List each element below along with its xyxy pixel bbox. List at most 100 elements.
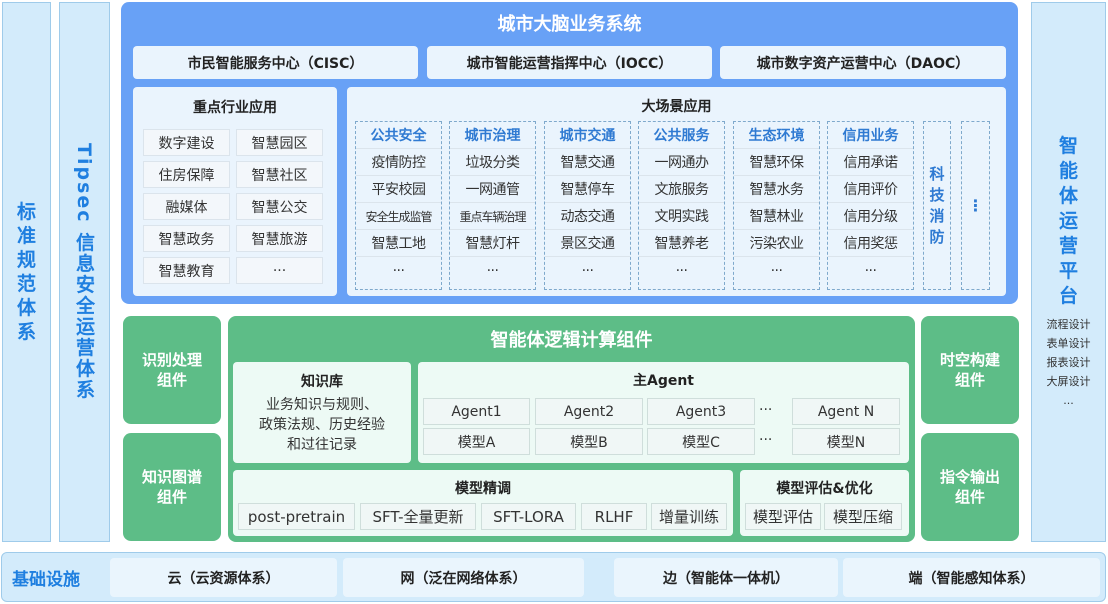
platform-item: 流程设计 xyxy=(1046,318,1091,331)
scene-item: 信用承诺 xyxy=(828,149,913,176)
desc-line: 政策法规、历史经验 xyxy=(259,417,385,433)
standards-label: 标准规范体系 xyxy=(17,200,36,344)
key-industries-panel: 重点行业应用 数字建设 智慧园区 住房保障 智慧社区 融媒体 智慧公交 智慧政务… xyxy=(133,87,337,296)
platform-item: 大屏设计 xyxy=(1046,375,1091,388)
desc-line: 和过往记录 xyxy=(287,437,357,453)
spatiotemporal-component: 时空构建组件 xyxy=(921,316,1019,424)
agent-platform-column: 智能体运营平台 流程设计表单设计报表设计大屏设计... xyxy=(1031,2,1106,542)
scene-item: 平安校园 xyxy=(356,176,441,203)
main-agent-box: 主Agent Agent1 Agent2 Agent3 ··· Agent N … xyxy=(418,362,909,463)
business-system-title: 城市大脑业务系统 xyxy=(497,14,642,35)
scene-item: 文明实践 xyxy=(639,203,724,230)
char: 科 xyxy=(929,164,945,183)
infra-edge: 边（智能体一体机） xyxy=(614,558,838,597)
industry-item: 智慧旅游 xyxy=(236,225,323,252)
scene-column-head: 城市治理 xyxy=(450,122,535,149)
model-cell: 模型C xyxy=(647,428,755,455)
scene-column-head: 公共服务 xyxy=(639,122,724,149)
scene-item: 安全生成监管 xyxy=(356,203,441,230)
char: 平 xyxy=(1058,260,1078,282)
key-industries-title: 重点行业应用 xyxy=(193,100,277,116)
platform-item: 表单设计 xyxy=(1046,337,1091,350)
agent-platform-title: 智能体运营平台 xyxy=(1059,134,1078,309)
scene-item: 一网通办 xyxy=(639,149,724,176)
scene-item: 智慧交通 xyxy=(545,149,630,176)
industry-item: 智慧园区 xyxy=(236,129,323,156)
platform-item: ... xyxy=(1063,394,1074,407)
model-cell: 模型A xyxy=(423,428,530,455)
big-scenes-panel: 大场景应用 公共安全疫情防控平安校园安全生成监管智慧工地···城市治理垃圾分类一… xyxy=(347,87,1006,296)
infrastructure-label: 基础设施 xyxy=(12,570,80,590)
scene-item: ··· xyxy=(864,262,877,279)
scene-column: 城市交通智慧交通智慧停车动态交通景区交通··· xyxy=(544,121,631,290)
scene-item: 动态交通 xyxy=(545,203,630,230)
knowledge-base-box: 知识库 业务知识与规则、 政策法规、历史经验 和过往记录 xyxy=(233,362,411,463)
scene-column-head: 生态环境 xyxy=(734,122,819,149)
industry-item: 智慧教育 xyxy=(143,257,230,284)
infrastructure-bar: 基础设施 云（云资源体系） 网（泛在网络体系） 边（智能体一体机） 端（智能感知… xyxy=(1,552,1106,602)
scene-item: 信用奖惩 xyxy=(828,230,913,257)
industry-item: 数字建设 xyxy=(143,129,230,156)
scene-item: 一网通管 xyxy=(450,176,535,203)
char: 能 xyxy=(1058,160,1078,182)
char: 智 xyxy=(1058,135,1078,157)
fine-tuning-title: 模型精调 xyxy=(455,481,511,497)
scene-item: 疫情防控 xyxy=(356,149,441,176)
key-industries-grid: 数字建设 智慧园区 住房保障 智慧社区 融媒体 智慧公交 智慧政务 智慧旅游 智… xyxy=(143,129,323,284)
industry-item: 智慧社区 xyxy=(236,161,323,188)
agent-cell: Agent1 xyxy=(423,398,530,425)
tuning-item: RLHF xyxy=(581,503,647,530)
security-label: Tipsec 信息安全运营体系 xyxy=(73,143,95,401)
tuning-item: SFT-LORA xyxy=(481,503,576,530)
char: 技 xyxy=(929,185,945,204)
scene-item: 智慧环保 xyxy=(734,149,819,176)
knowledge-graph-component: 知识图谱组件 xyxy=(123,433,221,541)
industry-item: 融媒体 xyxy=(143,193,230,220)
tuning-item: SFT-全量更新 xyxy=(360,503,476,530)
evaluation-item: 模型压缩 xyxy=(824,503,902,530)
char: 体 xyxy=(1058,185,1078,207)
industry-item: 智慧政务 xyxy=(143,225,230,252)
agent-cell: Agent3 xyxy=(647,398,755,425)
char: 准 xyxy=(16,225,36,247)
fine-tuning-box: 模型精调 post-pretrain SFT-全量更新 SFT-LORA RLH… xyxy=(233,470,733,536)
scene-item: ··· xyxy=(581,262,594,279)
command-output-label: 指令输出组件 xyxy=(939,468,1000,506)
scene-item: 污染农业 xyxy=(734,230,819,257)
tuning-item: 增量训练 xyxy=(651,503,727,530)
main-agent-title: 主Agent xyxy=(632,373,694,389)
more-scenes-column: ⋮ xyxy=(961,121,990,290)
char: 台 xyxy=(1058,285,1078,307)
industry-item: 智慧公交 xyxy=(236,193,323,220)
scene-item: 智慧水务 xyxy=(734,176,819,203)
big-scenes-title: 大场景应用 xyxy=(641,99,712,115)
industry-item: 住房保障 xyxy=(143,161,230,188)
logic-title: 智能体逻辑计算组件 xyxy=(490,330,653,351)
scene-item: 智慧灯杆 xyxy=(450,230,535,257)
security-column: Tipsec 信息安全运营体系 xyxy=(59,2,110,542)
industry-item-more: ··· xyxy=(236,257,323,284)
scene-item: 智慧养老 xyxy=(639,230,724,257)
center-daoc: 城市数字资产运营中心（DAOC） xyxy=(720,46,1006,79)
infra-cloud: 云（云资源体系） xyxy=(110,558,337,597)
scene-item: 文旅服务 xyxy=(639,176,724,203)
scene-item: 信用评价 xyxy=(828,176,913,203)
scene-item: 智慧停车 xyxy=(545,176,630,203)
scene-item: 重点车辆治理 xyxy=(450,203,535,230)
scene-item: 景区交通 xyxy=(545,230,630,257)
knowledge-base-desc: 业务知识与规则、 政策法规、历史经验 和过往记录 xyxy=(233,395,411,455)
agent-ellipsis: ··· xyxy=(759,402,773,418)
model-cell: 模型N xyxy=(792,428,900,455)
center-cisc: 市民智能服务中心（CISC） xyxy=(133,46,418,79)
char: 体 xyxy=(16,297,36,319)
scene-item: ··· xyxy=(675,262,688,279)
evaluation-box: 模型评估&优化 模型评估 模型压缩 xyxy=(740,470,909,536)
knowledge-graph-label: 知识图谱组件 xyxy=(141,468,202,506)
recognition-component: 识别处理组件 xyxy=(123,316,221,424)
char: 标 xyxy=(16,201,36,223)
char: 消 xyxy=(929,206,945,225)
scene-column: 信用业务信用承诺信用评价信用分级信用奖惩··· xyxy=(827,121,914,290)
scene-item: 信用分级 xyxy=(828,203,913,230)
infra-terminal: 端（智能感知体系） xyxy=(843,558,1100,597)
scene-item: 智慧林业 xyxy=(734,203,819,230)
